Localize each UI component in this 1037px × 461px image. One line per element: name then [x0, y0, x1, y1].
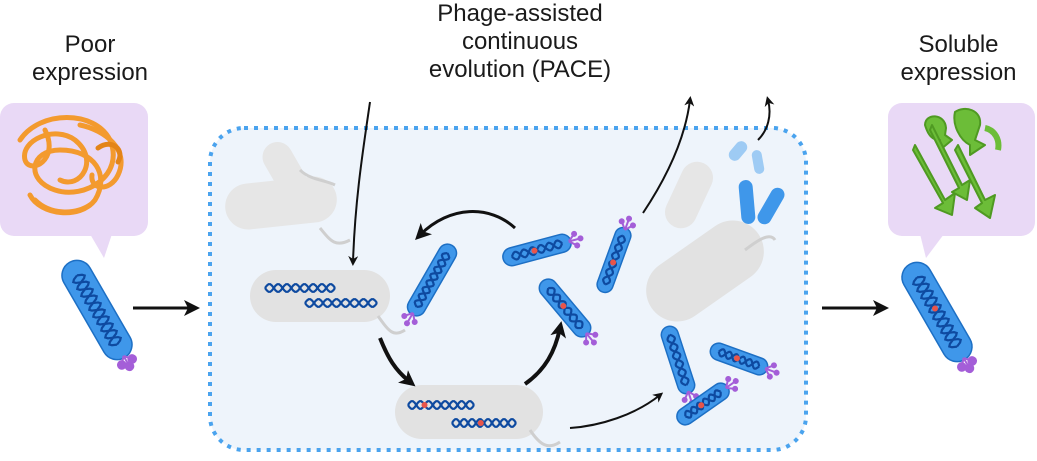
pIII-protein: [725, 376, 732, 383]
dna-strand: [669, 333, 687, 387]
label-line: Phage-assisted: [437, 0, 603, 27]
dna-strand: [304, 298, 378, 308]
pIII-protein: [732, 378, 739, 385]
mutation-mark: [421, 402, 428, 408]
lagoon: [208, 126, 808, 452]
phage-genome: [717, 348, 761, 370]
pIII-protein: [411, 318, 418, 325]
pace-label-arrow: [348, 101, 371, 266]
pIII-protein: [732, 385, 739, 392]
phage-mutated: [596, 215, 636, 294]
dna-strand: [413, 252, 451, 308]
label-line: Soluble: [918, 31, 999, 58]
phage-genome: [71, 273, 123, 347]
pIII-protein: [583, 339, 590, 346]
pIII-protein: [770, 362, 777, 369]
pIII-protein: [626, 215, 633, 222]
pIII-protein: [967, 356, 977, 366]
pace-label: Phage-assisted continuous evolution (PAC…: [370, 0, 670, 84]
dna-strand: [451, 418, 517, 428]
pIII-protein: [401, 312, 408, 319]
mutation-mark: [477, 420, 484, 426]
pIII-protein: [574, 242, 581, 249]
phage-progeny: [660, 325, 700, 406]
pIII-protein: [629, 222, 636, 229]
mutation-mark: [610, 259, 617, 266]
mutation-mark: [560, 303, 567, 310]
dna-helix: [264, 283, 336, 293]
dna-strand: [264, 283, 336, 293]
label-line: expression: [900, 59, 1017, 86]
dna-helix-mutated: [407, 400, 475, 410]
label-line: Poor: [64, 31, 116, 58]
phage-genome: [666, 333, 690, 387]
pIII-protein: [404, 320, 410, 327]
pIII-protein: [773, 369, 780, 376]
pIII-protein: [957, 362, 967, 372]
cycle-arrow-down: [378, 337, 416, 387]
mutation-mark: [698, 402, 705, 409]
pIII-protein: [117, 360, 127, 370]
host-cell-mutated: [395, 385, 561, 448]
phage-mutated: [502, 230, 584, 267]
budding-phage-faded: [728, 141, 748, 161]
phage-genome: [911, 275, 963, 349]
pIII-protein: [577, 235, 584, 242]
phage-genome: [413, 252, 451, 308]
host-cell-infected: [250, 270, 406, 335]
host-cell-faded: [225, 176, 351, 245]
input-phage: [61, 259, 137, 372]
progeny-arrow: [569, 392, 664, 429]
budding-phage: [738, 180, 756, 224]
label-line: expression: [31, 59, 149, 86]
host-cell-faded: [664, 161, 714, 229]
pIII-protein: [681, 396, 688, 403]
mutation-mark: [932, 305, 938, 312]
pIII-protein: [618, 218, 625, 225]
poor-expression-label: Poor expression: [0, 31, 180, 87]
phage-genome: [602, 234, 626, 286]
dna-strand: [407, 400, 475, 410]
phage: [401, 243, 458, 327]
phage-genome: [510, 239, 564, 261]
unfolded-protein-icon: [17, 115, 124, 216]
phage-mutated: [538, 278, 599, 346]
dna-strand: [915, 275, 959, 349]
mutation-mark: [531, 247, 538, 254]
budding-phage-faded: [751, 150, 765, 174]
phage-genome: [684, 389, 722, 419]
pIII-protein: [124, 361, 135, 372]
outflow-arrow: [757, 96, 775, 141]
dna-helix-mutated: [451, 418, 517, 428]
budding-phage: [757, 187, 785, 225]
soluble-expression-label: Soluble expression: [880, 31, 1037, 87]
outflow-arrow: [642, 96, 695, 214]
folded-protein-icon: [912, 107, 1002, 219]
host-cell-faded: [646, 220, 777, 322]
cycle-arrow-back: [415, 210, 517, 240]
label-line: continuous: [461, 28, 579, 55]
dna-strand: [75, 273, 119, 347]
phage-progeny: [709, 342, 780, 380]
evolved-phage: [901, 261, 977, 374]
pIII-protein: [571, 230, 578, 237]
pIII-protein: [127, 354, 137, 364]
host-cell-faded: [262, 142, 336, 198]
phage-progeny: [676, 376, 739, 426]
pIII-protein: [590, 339, 597, 346]
pIII-protein: [766, 373, 773, 380]
pIII-protein: [592, 331, 599, 338]
label-line: evolution (PACE): [428, 56, 612, 83]
pIII-protein: [964, 363, 975, 374]
cycle-arrow-up: [523, 321, 566, 386]
phage-genome: [546, 286, 584, 330]
dna-helix: [304, 298, 378, 308]
mutation-mark: [733, 355, 740, 362]
